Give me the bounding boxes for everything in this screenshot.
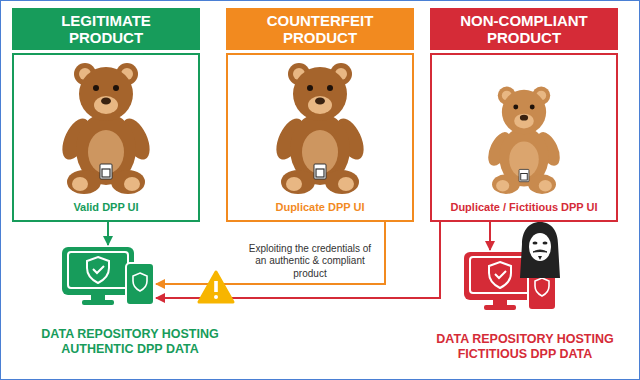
flow-arrow [107,222,109,245]
repository-node: DATA REPOSITORY HOSTING FICTITIOUS DPP D… [462,250,558,312]
flow-arrow [156,222,440,298]
edge-label: Exploiting the credentials of an authent… [240,243,380,281]
panel-header: COUNTERFEIT PRODUCT [226,8,414,50]
warning-triangle [199,272,233,302]
hacker-figure-part [533,242,538,245]
panel-body: Duplicate / Fictitious DPP UI [430,53,618,222]
panel-body: Duplicate DPP UI [226,53,414,222]
hacker-figure-part [538,256,542,260]
teddy-bear [271,63,370,194]
flow-arrow [489,222,491,250]
product-panel: LEGITIMATE PRODUCT Valid DPP UI [12,8,200,222]
hacker-figure-part [520,222,560,278]
hacker-figure-part [529,233,551,261]
dpp-identifier-label: Duplicate / Fictitious DPP UI [450,201,597,214]
teddy-bear [484,87,565,194]
repository-caption: DATA REPOSITORY HOSTING FICTITIOUS DPP D… [425,332,625,362]
warning-triangle-part [214,281,218,292]
repository-label: DATA REPOSITORY HOSTING AUTHENTIC DPP DA… [15,327,245,357]
panel-header: NON-COMPLIANT PRODUCT [430,8,618,50]
dpp-identifier-label: Valid DPP UI [73,201,138,214]
panel-body: Valid DPP UI [12,53,200,222]
panel-heading: NON-COMPLIANT PRODUCT [454,12,594,47]
panel-header: LEGITIMATE PRODUCT [12,8,200,50]
panel-heading: LEGITIMATE PRODUCT [36,12,176,47]
flow-arrow [156,222,385,284]
repository-caption: DATA REPOSITORY HOSTING AUTHENTIC DPP DA… [15,327,245,357]
teddy-bear [57,63,156,194]
repository-label: DATA REPOSITORY HOSTING FICTITIOUS DPP D… [425,332,625,362]
product-panel: COUNTERFEIT PRODUCT Duplicate DPP UI [226,8,414,222]
repository-icon [62,247,154,305]
dpp-identifier-label: Duplicate DPP UI [275,201,364,214]
warning-triangle-part [199,272,233,302]
hacker-figure [520,222,560,278]
panel-heading: COUNTERFEIT PRODUCT [250,12,390,47]
repository-node: DATA REPOSITORY HOSTING AUTHENTIC DPP DA… [60,245,156,307]
product-panel: NON-COMPLIANT PRODUCT Duplicate / Fictiti… [430,8,618,222]
hacker-figure-part [543,242,548,245]
hacker-figure-part [533,250,547,252]
warning-triangle-part [214,295,218,299]
